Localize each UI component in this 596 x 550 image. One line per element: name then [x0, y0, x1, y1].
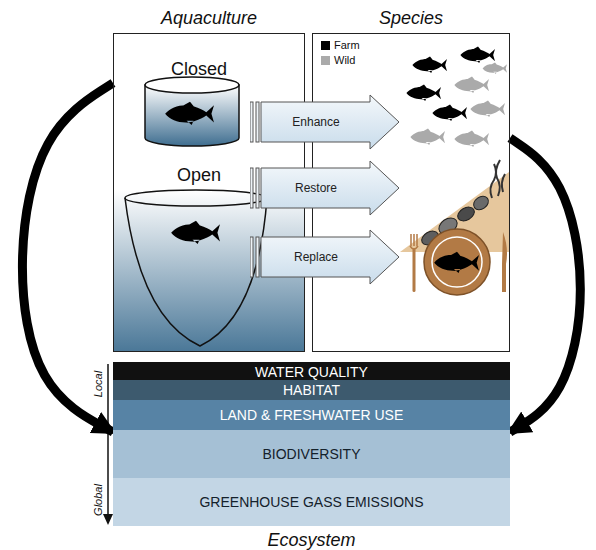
enhance-fish: [432, 105, 467, 121]
band-label: HABITAT: [113, 381, 510, 399]
arrow-bar: [256, 102, 259, 142]
closed-tank: [145, 77, 239, 93]
enhance-fish: [410, 129, 445, 145]
enhance-fish: [406, 47, 507, 147]
open-net-pen: [125, 198, 267, 346]
system-label: Closed: [141, 57, 257, 81]
arrow-bar: [256, 168, 259, 208]
strategy-arrow: Replace: [250, 229, 400, 285]
open-net-pen: [171, 221, 220, 244]
strategy-arrow: Enhance: [250, 94, 400, 150]
impact-band: HABITAT: [113, 380, 510, 400]
band-label: GREENHOUSE GASS EMISSIONS: [113, 493, 510, 511]
strategy-arrow: Restore: [250, 160, 400, 216]
enhance-fish: [470, 101, 505, 117]
restore-reef: [490, 160, 505, 198]
impact-band: GREENHOUSE GASS EMISSIONS: [113, 478, 510, 526]
enhance-fish: [454, 77, 489, 93]
closed-tank: [165, 102, 214, 125]
flow-arrow: [510, 138, 580, 432]
enhance-fish: [454, 131, 489, 147]
legend-swatch: [321, 41, 330, 50]
arrow-body: [261, 230, 399, 284]
replace-plate: [410, 234, 418, 249]
replace-plate: [434, 252, 479, 273]
closed-tank: [145, 77, 239, 146]
ecosystem-stack: WATER QUALITYHABITAT LAND & FRESHWATER US…: [113, 362, 510, 548]
flow-arrow: [22, 83, 113, 432]
replace-plate: [410, 229, 507, 295]
heading: Open: [141, 163, 257, 187]
scale-axis: [103, 364, 113, 525]
replace-plate: [413, 248, 416, 292]
arrow-label: Replace: [262, 229, 370, 285]
legend-text: Farm: [334, 39, 360, 52]
arrow-body: [261, 161, 399, 215]
arrow-bar: [256, 237, 259, 277]
scale-label: Local: [92, 371, 105, 397]
band-label: LAND & FRESHWATER USE: [113, 406, 510, 424]
impact-band: LAND & FRESHWATER USE: [113, 400, 510, 430]
enhance-fish: [406, 85, 441, 101]
legend-text: Wild: [334, 54, 355, 67]
scale-axis: [107, 364, 109, 516]
restore-reef: [471, 193, 491, 212]
closed-tank: [145, 85, 239, 146]
band-label: BIODIVERSITY: [113, 445, 510, 463]
system-label: Open: [141, 163, 257, 187]
scale-label: Global: [92, 484, 105, 516]
impact-band: BIODIVERSITY: [113, 430, 510, 478]
open-net-pen: [125, 190, 267, 206]
scale-axis: [103, 514, 113, 525]
heading: Species: [313, 7, 509, 29]
band-label: WATER QUALITY: [113, 363, 510, 381]
legend-swatch: [321, 56, 330, 65]
enhance-fish: [460, 47, 495, 63]
arrow-label: Enhance: [262, 94, 370, 150]
impact-band: WATER QUALITY: [113, 362, 510, 382]
heading: Closed: [141, 57, 257, 81]
replace-plate: [502, 232, 507, 292]
heading: Ecosystem: [113, 530, 510, 550]
enhance-fish: [412, 57, 447, 73]
arrow-body: [261, 95, 399, 149]
enhance-fish: [483, 62, 507, 74]
replace-plate: [432, 237, 482, 287]
arrow-bar: [250, 102, 253, 142]
arrow-bar: [250, 237, 253, 277]
replace-plate: [424, 229, 490, 295]
heading: Aquaculture: [114, 7, 304, 29]
arrow-bar: [250, 168, 253, 208]
arrow-label: Restore: [262, 160, 370, 216]
restore-reef: [455, 204, 477, 223]
